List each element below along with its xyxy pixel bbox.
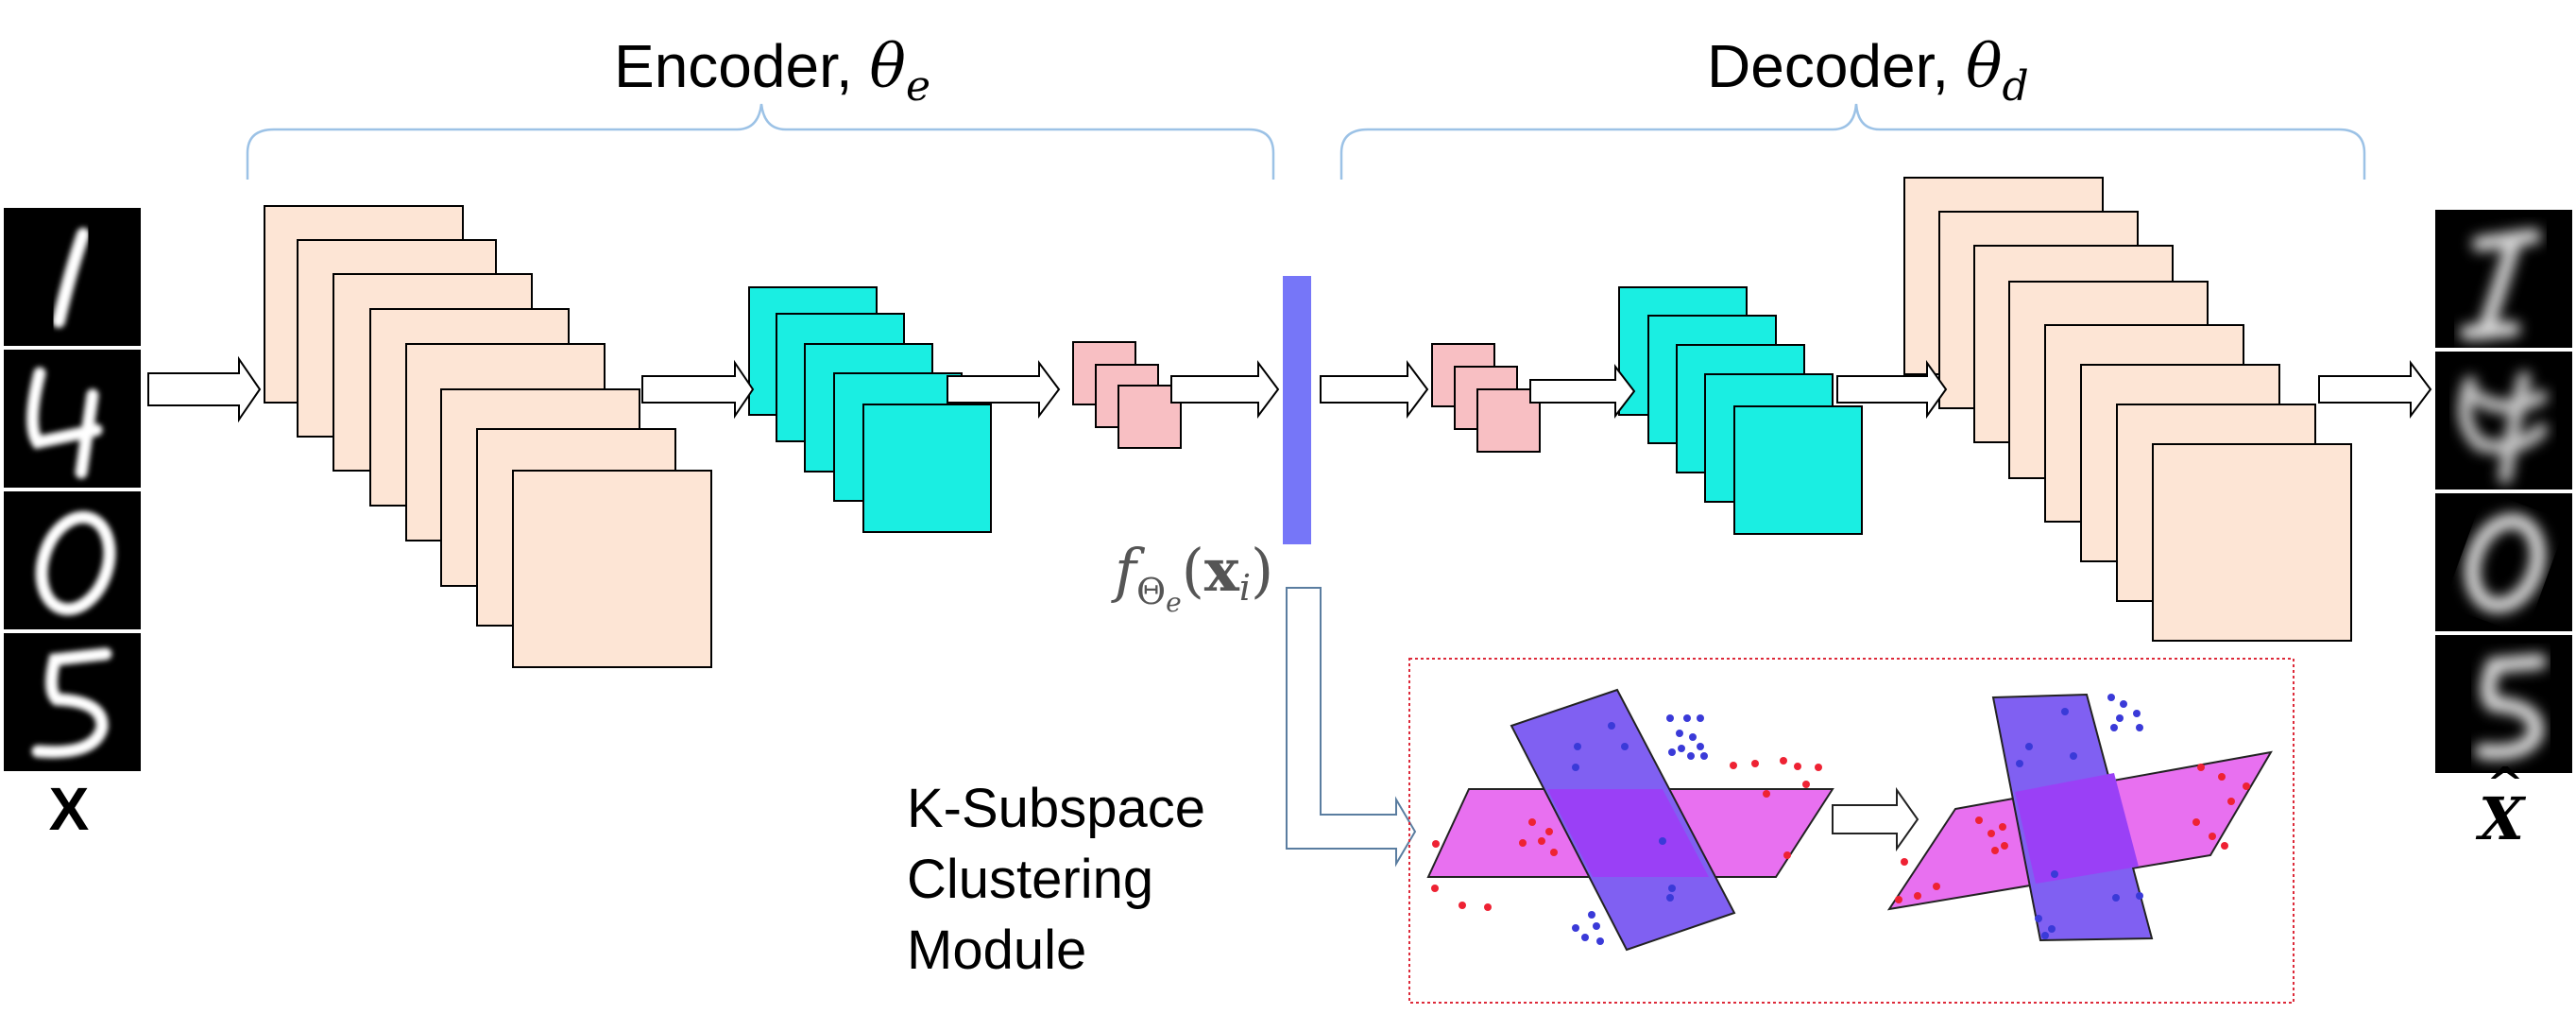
encoder-conv2-maps — [748, 286, 992, 533]
clustering-module-label-line: K-Subspace — [907, 778, 1205, 839]
input-digit-tile — [4, 350, 141, 488]
subspace-after — [1886, 693, 2273, 942]
clustering-progress-arrow — [1832, 786, 1919, 852]
output-digit-tile — [2435, 352, 2572, 490]
arrow-input-to-encoder — [147, 355, 262, 423]
encoder-conv1-maps — [264, 205, 712, 668]
encoder-brace — [246, 103, 1275, 180]
flow-arrows — [147, 355, 2432, 423]
arrow-decoder-to-output — [2318, 360, 2432, 419]
input-images — [4, 208, 141, 771]
arrow-conv2-to-conv3 — [947, 360, 1061, 419]
decoder-conv2-maps — [1618, 286, 1863, 535]
arrow-dconv1-to-dconv2 — [1529, 364, 1636, 419]
arrow-conv3-to-latent — [1170, 360, 1280, 419]
latent-to-clustering-connector — [1286, 587, 1417, 868]
arrow-conv1-to-conv2 — [641, 359, 755, 420]
embedding-label: fΘe(xi) — [1111, 536, 1273, 618]
decoder-title: Decoder, θd — [1707, 32, 2029, 111]
arrow-dconv2-to-dconv3 — [1836, 359, 1948, 420]
clustering-module-box — [1408, 658, 2295, 1004]
input-digit-tile — [4, 208, 141, 346]
input-label: X — [49, 775, 90, 843]
output-digit-tile — [2435, 635, 2572, 773]
encoder-conv3-maps — [1072, 341, 1182, 449]
decoder-brace — [1339, 103, 2366, 180]
clustering-module-label-line: Clustering — [907, 849, 1154, 910]
decoder-conv3-maps — [1903, 177, 2352, 642]
subspace-before — [1426, 688, 1834, 952]
clustering-module-label: K-Subspace Clustering Module — [907, 773, 1205, 986]
latent-embedding-bar — [1283, 276, 1311, 544]
input-digit-tile — [4, 491, 141, 629]
output-label: X — [2475, 784, 2527, 853]
output-digit-tile — [2435, 210, 2572, 348]
arrow-latent-to-decoder — [1320, 360, 1429, 419]
encoder-title: Encoder, θe — [614, 32, 930, 111]
clustering-module-label-line: Module — [907, 919, 1087, 981]
input-digit-tile — [4, 633, 141, 771]
decoder-conv1-maps — [1431, 343, 1541, 453]
output-digit-tile — [2435, 493, 2572, 631]
output-label-hat: ^ — [2486, 758, 2524, 811]
output-images — [2435, 210, 2572, 773]
